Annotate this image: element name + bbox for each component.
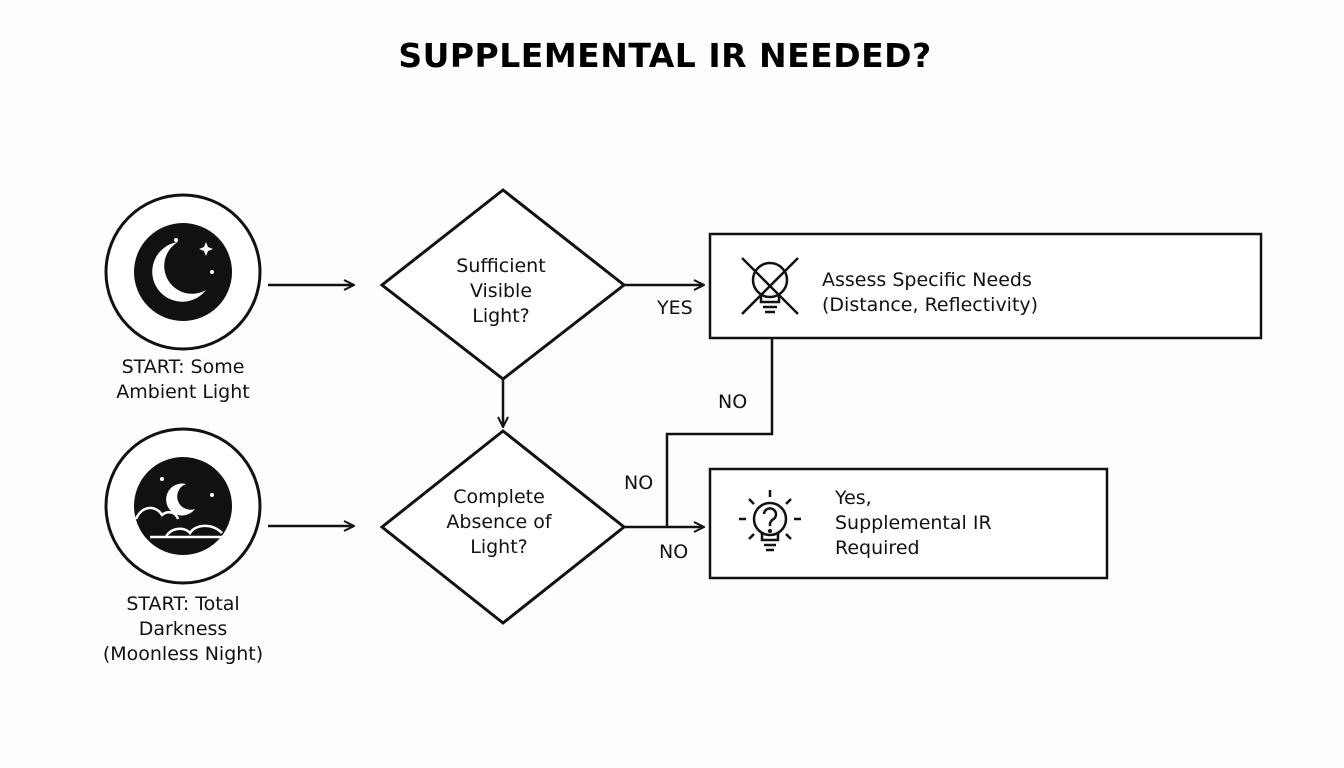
start2-label: START: Total Darkness (Moonless Night) (73, 592, 293, 667)
edge-label-yes: YES (657, 297, 693, 319)
outcome-box-ir-required (708, 467, 1109, 580)
connector-no-from-assess (665, 339, 774, 527)
decision-diamond-absence-of-light (379, 429, 627, 625)
start-node-ambient-light (104, 193, 262, 351)
crossed-out-bulb-icon (741, 257, 799, 315)
moon-stars-icon (152, 238, 214, 302)
decision1-label: Sufficient Visible Light? (421, 254, 581, 329)
start2-label-line3: (Moonless Night) (102, 643, 264, 665)
outcome2-line1: Yes, (835, 487, 872, 509)
decision2-line1: Complete (453, 486, 545, 508)
start2-label-line1: START: Total (126, 593, 240, 615)
outcome2-label: Yes, Supplemental IR Required (835, 486, 992, 561)
edge-label-no-lower: NO (659, 541, 689, 563)
edge-label-no-middle: NO (624, 472, 654, 494)
start-node-total-darkness (104, 427, 262, 585)
decision1-line2: Visible (469, 280, 533, 302)
start1-label-line2: Ambient Light (116, 381, 250, 403)
decision2-label: Complete Absence of Light? (419, 485, 579, 560)
question-bulb-icon (739, 490, 801, 552)
outcome1-label: Assess Specific Needs (Distance, Reflect… (822, 268, 1038, 318)
start1-label-line1: START: Some (121, 356, 245, 378)
moon-clouds-icon (134, 477, 223, 539)
decision2-line2: Absence of (446, 511, 552, 533)
decision2-line3: Light? (470, 536, 528, 558)
start2-label-line2: Darkness (138, 618, 228, 640)
decision1-line3: Light? (472, 305, 530, 327)
outcome1-line2: (Distance, Reflectivity) (822, 294, 1039, 316)
edge-label-no-upper: NO (718, 391, 748, 413)
outcome1-line1: Assess Specific Needs (822, 269, 1032, 291)
diagram-title: SUPPLEMENTAL IR NEEDED? (398, 36, 932, 75)
outcome-box-assess-needs (708, 232, 1263, 340)
start1-label: START: Some Ambient Light (83, 355, 283, 405)
decision1-line1: Sufficient (456, 255, 546, 277)
outcome2-line2: Supplemental IR (835, 512, 992, 534)
outcome2-line3: Required (835, 537, 920, 559)
